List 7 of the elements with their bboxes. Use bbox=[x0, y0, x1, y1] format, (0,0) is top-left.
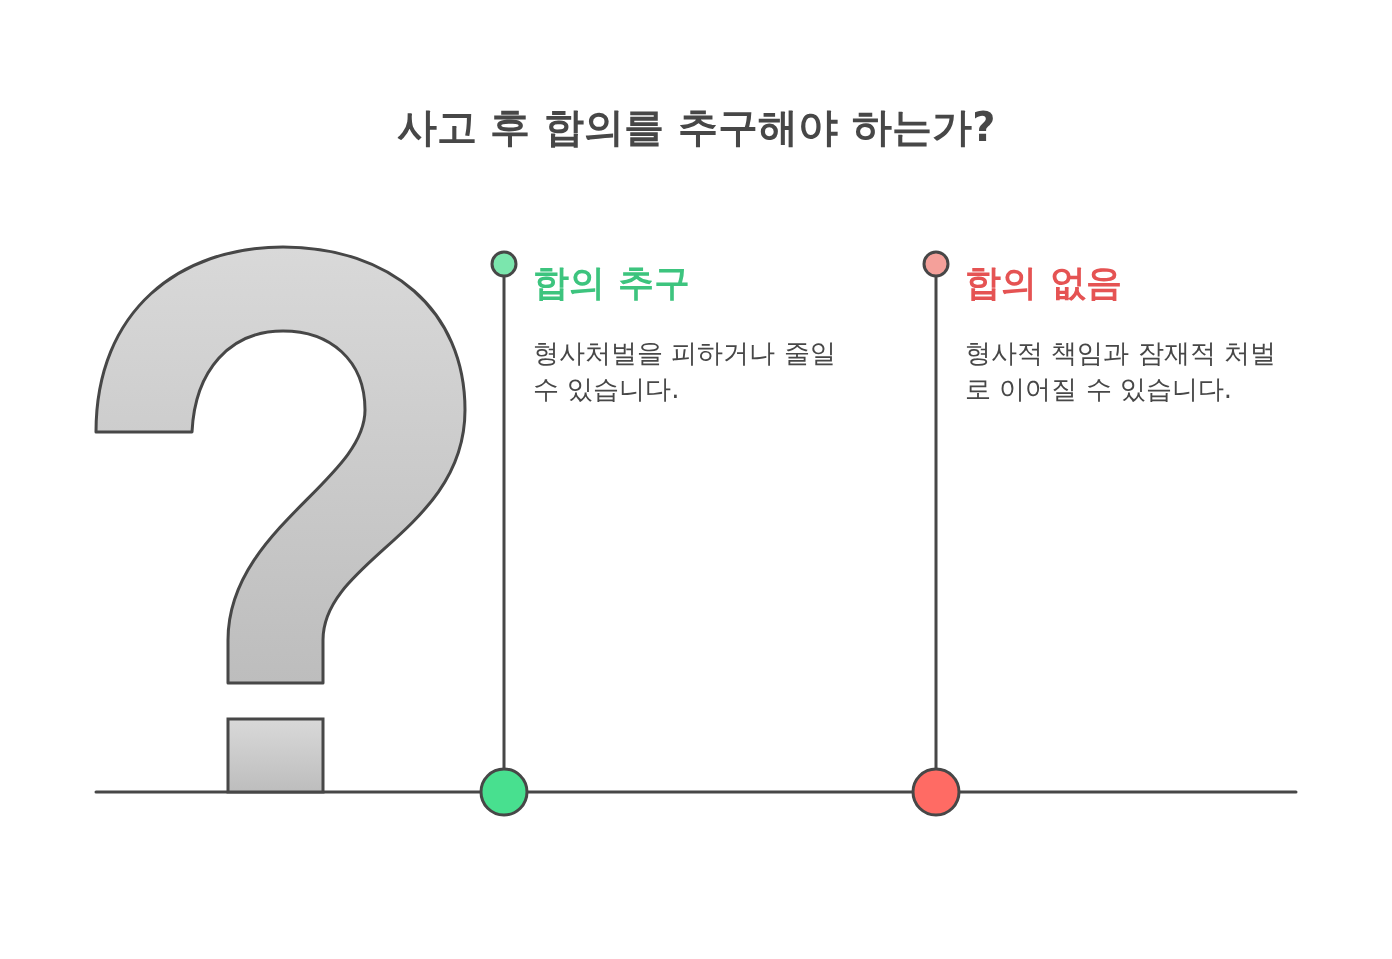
connector-line bbox=[502, 276, 506, 769]
connector-line bbox=[934, 276, 938, 769]
option-heading: 합의 추구 bbox=[533, 261, 690, 305]
option-description: 형사적 책임과 잠재적 처벌로 이어질 수 있습니다. bbox=[965, 337, 1277, 406]
option-heading: 합의 없음 bbox=[965, 261, 1122, 305]
title: 사고 후 합의를 추구해야 하는가? bbox=[396, 104, 996, 150]
option-description: 형사처벌을 피하거나 줄일 수 있습니다. bbox=[533, 337, 837, 406]
